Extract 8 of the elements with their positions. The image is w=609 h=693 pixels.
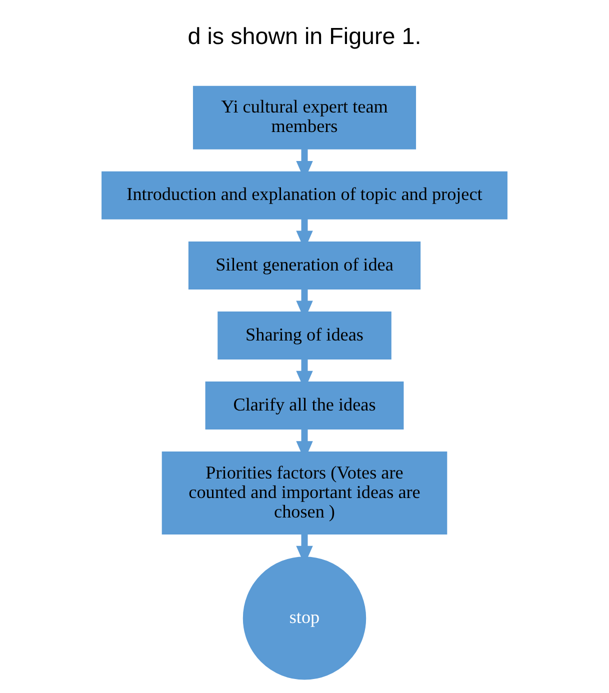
label: d is shown in Figure 1. xyxy=(188,23,422,50)
node-box: Silent generation of idea xyxy=(188,241,421,290)
node-circle: stop xyxy=(242,556,366,680)
node-box: Yi cultural expert team members xyxy=(192,86,416,150)
node-box: Sharing of ideas xyxy=(218,311,392,360)
node-box: Clarify all the ideas xyxy=(205,382,404,430)
node-box: Priorities factors (Votes are counted and important ideas are chosen ) xyxy=(162,452,448,535)
node-box: Introduction and explanation of topic and project xyxy=(102,171,508,220)
